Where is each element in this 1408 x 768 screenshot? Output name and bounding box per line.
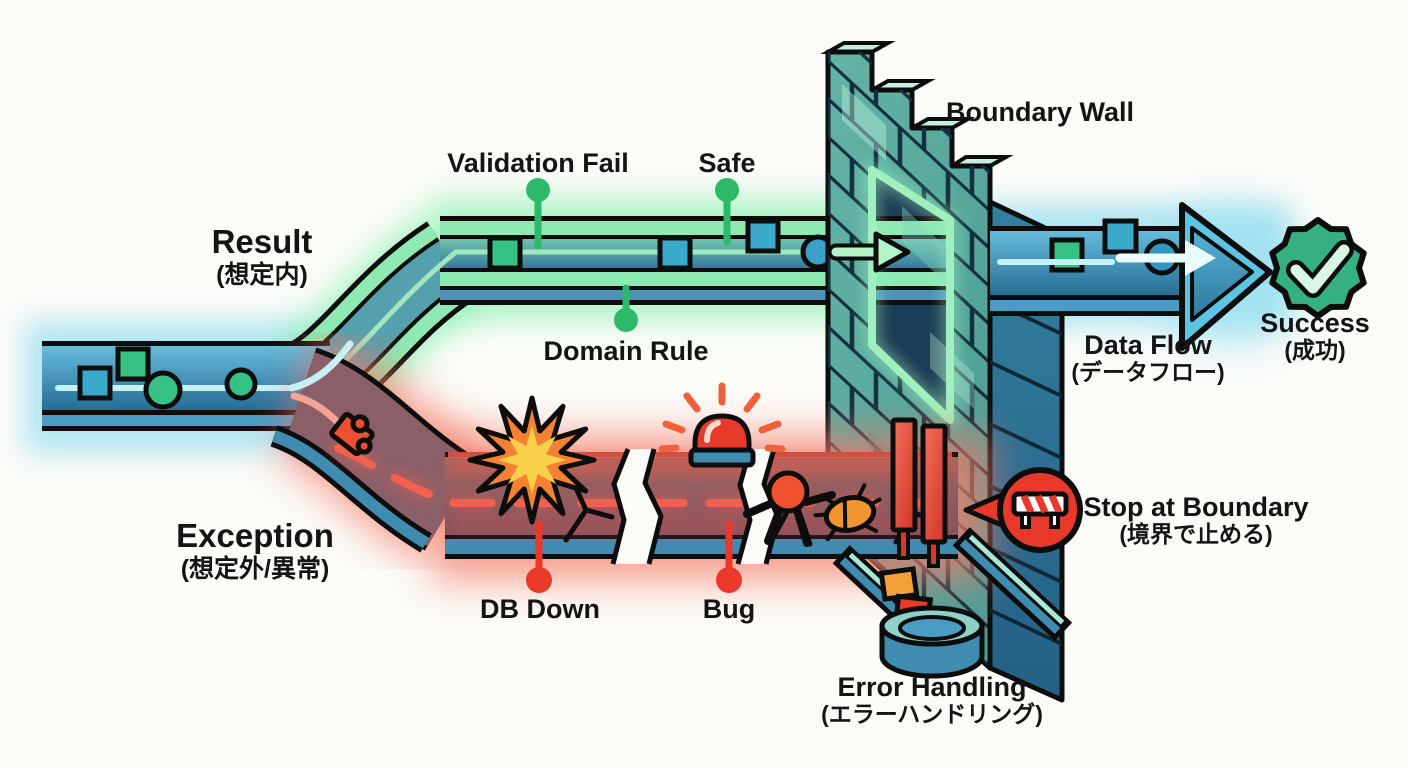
puzzle-piece-icon — [329, 412, 375, 456]
pin-bug — [716, 520, 742, 593]
error-handling-chute — [832, 527, 1073, 679]
error-handling-label: Error Handling (エラーハンドリング) — [821, 672, 1043, 728]
pin-validation-fail — [526, 178, 550, 250]
person-icon — [743, 470, 836, 547]
main-pipe — [42, 341, 330, 431]
boundary-wall-label: Boundary Wall — [945, 97, 1135, 127]
marker-pins — [526, 178, 742, 593]
green-arrow-icon — [827, 231, 911, 273]
pin-db-down — [526, 520, 552, 593]
success-label: Success (成功) — [1260, 308, 1370, 364]
stop-speech-bubble-icon — [963, 467, 1083, 553]
bug-label: Bug — [702, 594, 756, 624]
white-arrow-icon — [1115, 240, 1216, 276]
explosion-icon — [467, 395, 597, 525]
data-flow-label: Data Flow (データフロー) — [1071, 330, 1225, 386]
road-gap-1 — [610, 448, 664, 565]
barrier-gate-icon — [890, 417, 948, 568]
siren-icon — [658, 382, 786, 468]
bug-icon — [813, 483, 882, 542]
data-flow-pipe — [990, 202, 1273, 351]
error-bin — [879, 605, 985, 679]
pin-domain-rule — [614, 284, 638, 332]
domain-rule-label: Domain Rule — [543, 336, 709, 366]
barrier-sign-icon — [1011, 491, 1069, 529]
db-down-label: DB Down — [480, 594, 600, 624]
fork-arrow-up — [288, 340, 354, 392]
pin-safe — [715, 178, 739, 246]
safe-label: Safe — [698, 148, 756, 178]
main-pipe-items — [77, 346, 258, 410]
stop-at-boundary-label: Stop at Boundary (境界で止める) — [1083, 492, 1309, 548]
doorway-portal — [827, 161, 955, 431]
exception-label: Exception (想定外/異常) — [176, 517, 334, 583]
validation-fail-label: Validation Fail — [447, 148, 629, 178]
success-badge-icon — [1269, 217, 1367, 319]
result-label: Result (想定内) — [211, 223, 313, 289]
